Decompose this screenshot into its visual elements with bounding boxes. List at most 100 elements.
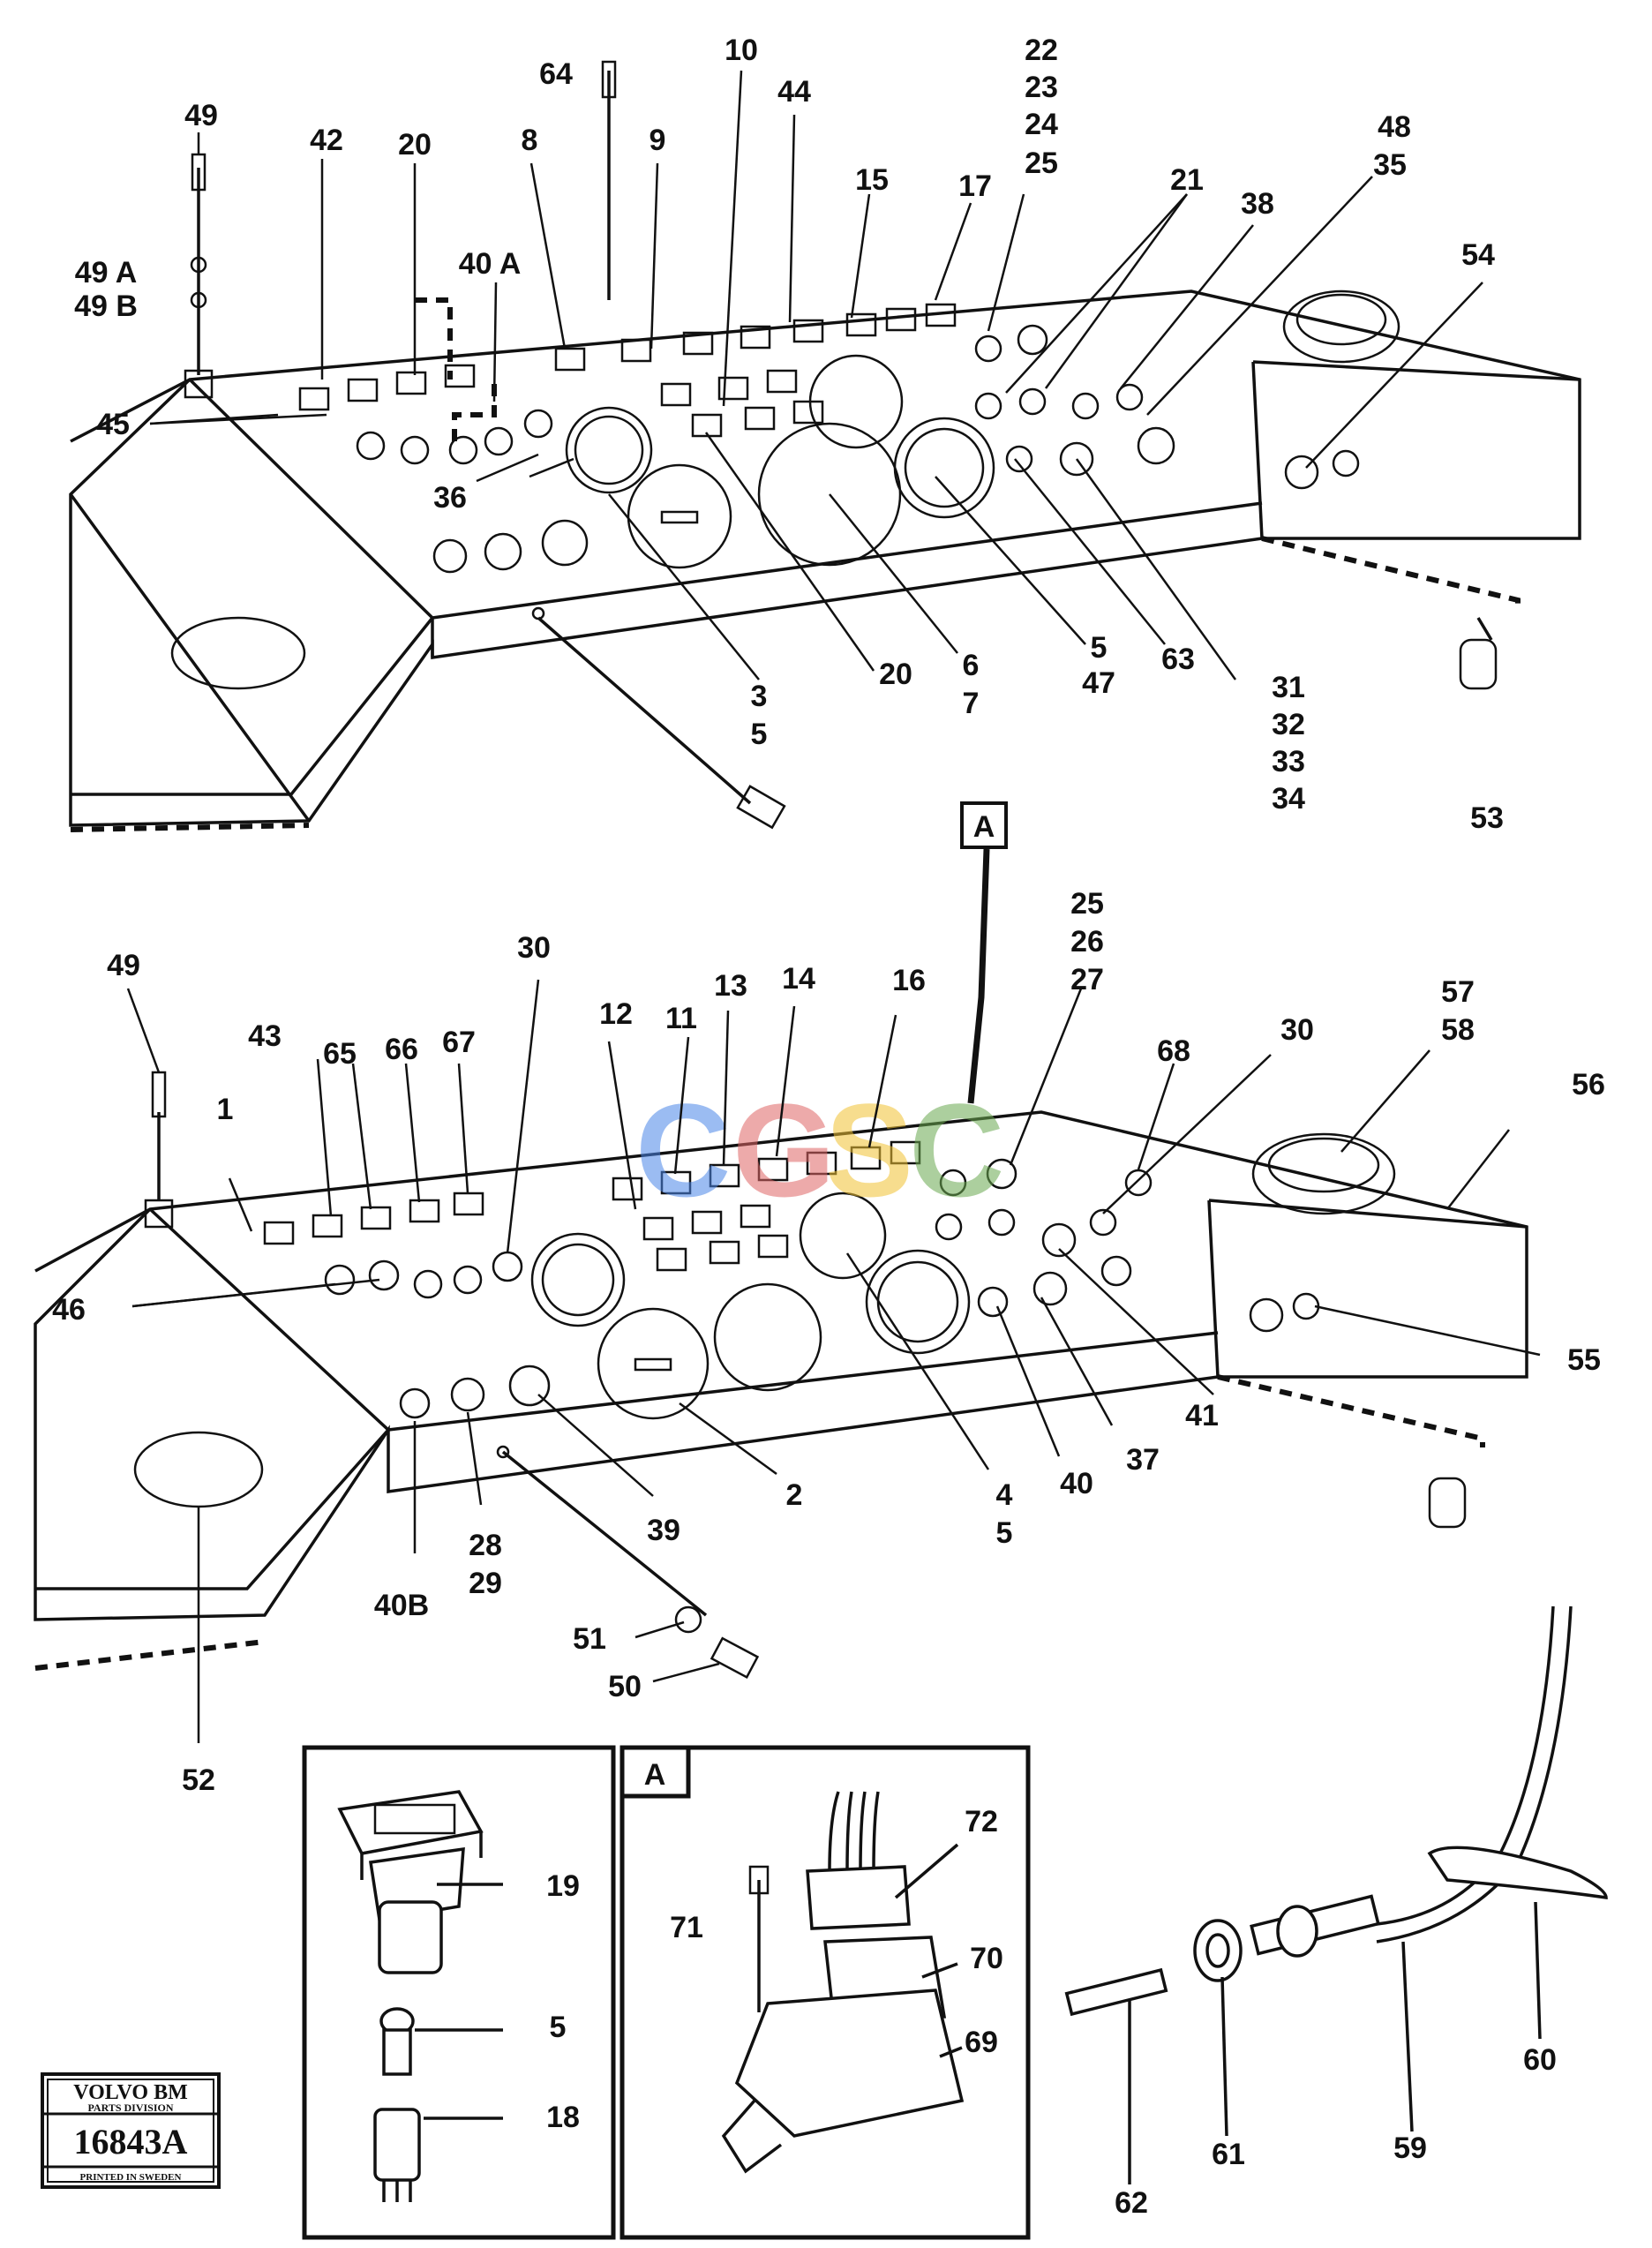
callouts-bottom: 49 1 43 65 66 67 30 12 11 13 14 16 25 26… bbox=[52, 887, 1605, 1797]
callout-label: 49 bbox=[107, 949, 140, 982]
callout-label: 66 bbox=[385, 1033, 418, 1066]
callout-label: 20 bbox=[398, 128, 432, 162]
speedometer-cable bbox=[1064, 1605, 1608, 2184]
callout-label: 3 bbox=[751, 680, 768, 713]
callout-label: 67 bbox=[442, 1026, 476, 1059]
callout-label: 29 bbox=[469, 1567, 502, 1600]
callouts-details: 19 5 18 72 71 70 69 60 59 62 61 bbox=[546, 1805, 1557, 2220]
watermark-letter: C bbox=[909, 1076, 1004, 1224]
callout-label: 15 bbox=[855, 163, 889, 197]
volvo-bm-logo: VOLVO BM PARTS DIVISION 16843A PRINTED I… bbox=[41, 2072, 221, 2189]
callout-label: 40 bbox=[1060, 1467, 1093, 1500]
callout-label: 32 bbox=[1272, 708, 1305, 741]
callouts-top: 49 49 A 49 B 42 20 45 64 8 40 A 36 9 10 … bbox=[74, 34, 1504, 835]
callout-label: 71 bbox=[670, 1911, 703, 1944]
callout-label: 59 bbox=[1393, 2131, 1427, 2165]
callout-label: 47 bbox=[1082, 666, 1115, 700]
callout-label: 48 bbox=[1378, 110, 1411, 144]
callout-label: 4 bbox=[996, 1478, 1013, 1512]
callout-label: 55 bbox=[1567, 1343, 1601, 1377]
callout-label: 63 bbox=[1161, 643, 1195, 676]
callout-label: 61 bbox=[1212, 2138, 1245, 2171]
logo-brand: VOLVO BM bbox=[73, 2081, 188, 2104]
leader-lines-bottom bbox=[126, 979, 1541, 1743]
callout-label: 17 bbox=[958, 169, 992, 203]
callout-label: 31 bbox=[1272, 671, 1305, 704]
callout-label: 44 bbox=[777, 75, 811, 109]
watermark-letter: S bbox=[825, 1076, 913, 1224]
callout-label: 40B bbox=[374, 1589, 429, 1622]
callout-label: 46 bbox=[52, 1293, 86, 1327]
callout-label: 18 bbox=[546, 2101, 580, 2134]
callout-label: 64 bbox=[539, 57, 573, 91]
callout-label: 62 bbox=[1115, 2186, 1148, 2220]
callout-label: 72 bbox=[965, 1805, 998, 1838]
callout-label: 26 bbox=[1070, 925, 1104, 959]
callout-label: 51 bbox=[573, 1622, 606, 1656]
callout-label: 42 bbox=[310, 124, 343, 157]
callout-label: 52 bbox=[182, 1763, 215, 1797]
callout-label: 24 bbox=[1025, 108, 1058, 141]
callout-label: 69 bbox=[965, 2026, 998, 2059]
callout-label: 28 bbox=[469, 1529, 502, 1562]
callout-label: 13 bbox=[714, 969, 747, 1003]
callout-label: 9 bbox=[650, 124, 666, 157]
callout-label: 5 bbox=[996, 1516, 1013, 1550]
callout-label: 10 bbox=[725, 34, 758, 67]
callout-label: 1 bbox=[217, 1093, 234, 1126]
callout-label: 14 bbox=[782, 962, 815, 996]
bottom-instrument-panel bbox=[34, 1071, 1528, 1679]
callout-label: 34 bbox=[1272, 782, 1305, 816]
callout-label: 8 bbox=[522, 124, 538, 157]
detail-a-relay bbox=[620, 1745, 1031, 2240]
callout-label: 30 bbox=[1280, 1013, 1314, 1047]
callout-label: 39 bbox=[647, 1514, 680, 1547]
callout-label: 30 bbox=[517, 931, 551, 965]
callout-label: 70 bbox=[970, 1942, 1003, 1975]
callout-label: 58 bbox=[1441, 1013, 1475, 1047]
callout-label: 53 bbox=[1470, 801, 1504, 835]
detail-a-title: A bbox=[644, 1758, 666, 1792]
callout-label: 5 bbox=[550, 2011, 567, 2044]
callout-label: 41 bbox=[1185, 1399, 1219, 1432]
callout-label: 25 bbox=[1070, 887, 1104, 921]
callout-label: 33 bbox=[1272, 745, 1305, 778]
callout-label: 49 B bbox=[74, 289, 138, 323]
callout-label: 11 bbox=[665, 1002, 697, 1035]
logo-printed: PRINTED IN SWEDEN bbox=[80, 2172, 182, 2183]
callout-label: 60 bbox=[1523, 2043, 1557, 2077]
callout-label: 27 bbox=[1070, 963, 1104, 996]
callout-label: 56 bbox=[1572, 1068, 1605, 1101]
callout-label: 35 bbox=[1373, 148, 1407, 182]
callout-label: 25 bbox=[1025, 147, 1058, 180]
callout-label: 38 bbox=[1241, 187, 1274, 221]
callout-label: 5 bbox=[751, 718, 768, 751]
callout-label: 50 bbox=[608, 1670, 642, 1703]
callout-label: 54 bbox=[1461, 238, 1495, 272]
view-a-marker: A bbox=[960, 801, 1008, 1104]
callout-label: 36 bbox=[433, 481, 467, 515]
callout-label: 37 bbox=[1126, 1443, 1160, 1477]
callout-label: 2 bbox=[786, 1478, 803, 1512]
callout-label: 21 bbox=[1170, 163, 1204, 197]
callout-label: 65 bbox=[323, 1037, 357, 1071]
top-instrument-panel bbox=[69, 60, 1581, 832]
callout-label: 57 bbox=[1441, 975, 1475, 1009]
callout-label: 49 A bbox=[75, 256, 138, 289]
watermark: C G S C bbox=[635, 1076, 1004, 1224]
callout-label: 12 bbox=[599, 997, 633, 1031]
callout-label: 22 bbox=[1025, 34, 1058, 67]
logo-division: PARTS DIVISION bbox=[87, 2101, 173, 2114]
callout-label: 40 A bbox=[459, 247, 522, 281]
detail-bulb-holder bbox=[302, 1745, 616, 2240]
view-a-label: A bbox=[973, 810, 995, 844]
callout-label: 23 bbox=[1025, 71, 1058, 104]
callout-label: 45 bbox=[96, 408, 130, 441]
callout-label: 5 bbox=[1091, 631, 1108, 665]
callout-label: 6 bbox=[963, 649, 980, 682]
callout-label: 49 bbox=[184, 99, 218, 132]
callout-label: 7 bbox=[963, 687, 980, 720]
callout-label: 16 bbox=[892, 964, 926, 997]
callout-label: 20 bbox=[879, 658, 912, 691]
